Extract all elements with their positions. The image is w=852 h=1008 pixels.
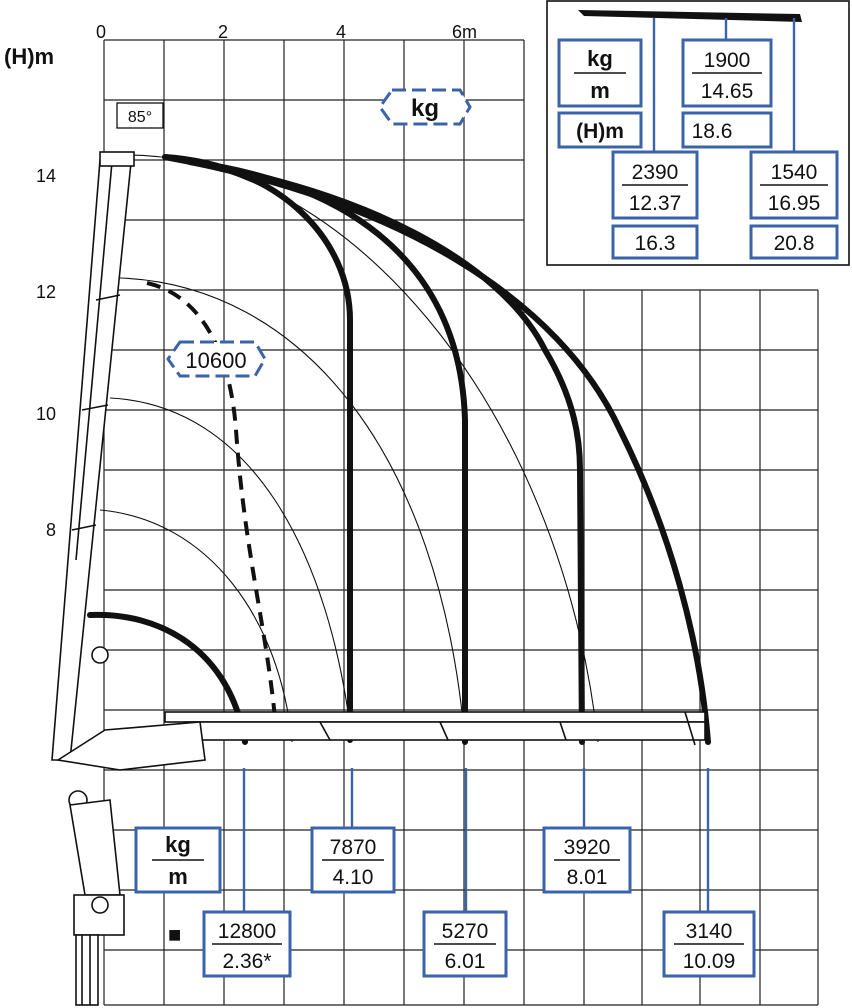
- svg-text:4.10: 4.10: [333, 866, 374, 889]
- svg-text:16.95: 16.95: [768, 192, 821, 215]
- svg-text:14.65: 14.65: [701, 80, 754, 103]
- capacity-box: 7870 4.10: [310, 826, 396, 894]
- svg-text:10600: 10600: [185, 348, 246, 373]
- svg-text:m: m: [168, 864, 188, 889]
- capacity-box: 5270 6.01: [422, 910, 508, 978]
- capacity-box: 3140 10.09: [662, 910, 756, 978]
- svg-text:5270: 5270: [442, 920, 489, 943]
- angle-badge: 85°: [116, 102, 164, 129]
- svg-text:6.01: 6.01: [445, 950, 486, 973]
- capacity-box: 12800 2.36*: [202, 910, 292, 978]
- svg-text:2390: 2390: [632, 161, 679, 184]
- x-tick-label: 6m: [452, 22, 477, 42]
- svg-text:3140: 3140: [686, 920, 733, 943]
- y-tick-label: 8: [46, 520, 56, 540]
- y-axis-title: (H)m: [4, 44, 54, 69]
- svg-text:1540: 1540: [771, 161, 818, 184]
- mark-symbol: ■: [168, 922, 181, 947]
- y-tick-label: 12: [36, 282, 56, 302]
- inset-panel: kg m (H)m 1900 14.65 18.6 2390 12.37 16.…: [546, 0, 850, 266]
- svg-text:(H)m: (H)m: [576, 120, 624, 143]
- svg-text:kg: kg: [411, 95, 439, 122]
- svg-text:85°: 85°: [128, 109, 152, 126]
- svg-text:m: m: [590, 78, 610, 103]
- x-tick-label: 2: [218, 22, 228, 42]
- y-tick-label: 14: [36, 166, 56, 186]
- x-tick-label: 0: [96, 22, 106, 42]
- dashed-capacity-tag: 10600: [166, 340, 267, 378]
- svg-text:kg: kg: [165, 832, 191, 857]
- leader-lines: [242, 768, 710, 912]
- y-tick-label: 10: [36, 404, 56, 424]
- svg-text:12.37: 12.37: [629, 192, 682, 215]
- capacity-box: 3920 8.01: [542, 826, 632, 894]
- svg-text:3920: 3920: [564, 836, 611, 859]
- crane-illustration: [51, 151, 706, 1006]
- svg-text:7870: 7870: [330, 836, 377, 859]
- svg-text:20.8: 20.8: [774, 232, 815, 255]
- x-tick-label: 4: [336, 22, 346, 42]
- kg-tag: kg: [378, 88, 472, 126]
- curve-4m: [162, 154, 353, 743]
- svg-text:18.6: 18.6: [692, 120, 733, 143]
- svg-text:1900: 1900: [704, 49, 751, 72]
- svg-text:8.01: 8.01: [567, 866, 608, 889]
- svg-text:12800: 12800: [218, 920, 276, 943]
- curve-10m: [162, 154, 711, 745]
- legend-kg-m: kg m: [134, 826, 222, 894]
- curve-short: [87, 611, 248, 745]
- load-curves: [87, 154, 711, 745]
- curve-8m: [187, 159, 585, 745]
- svg-text:10.09: 10.09: [683, 950, 736, 973]
- svg-text:kg: kg: [587, 46, 613, 71]
- svg-text:2.36*: 2.36*: [222, 950, 271, 973]
- svg-text:16.3: 16.3: [635, 232, 676, 255]
- dashed-curve: [146, 281, 279, 743]
